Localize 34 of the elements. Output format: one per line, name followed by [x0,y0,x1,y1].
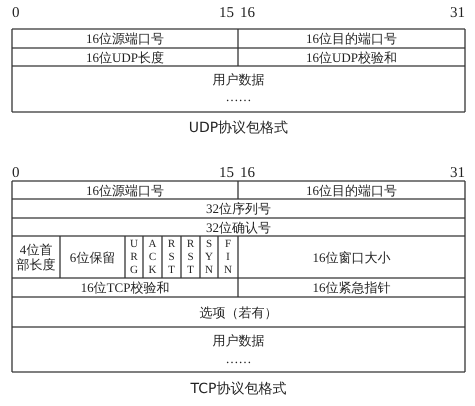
field-label: 16位紧急指针 [312,280,390,295]
flag-label: ACK [148,238,156,276]
caption-text: TCP协议包格式 [190,380,286,398]
field-label: 16位目的端口号 [306,31,397,46]
field-label: 32位确认号 [206,220,271,234]
bit-number: 0 [12,164,20,182]
flag-label: SYN [205,238,213,276]
bit-number: 31 [450,4,465,22]
field-label: 用户数据 [212,72,264,86]
flag-label: RST [168,238,176,276]
bit-number: 15 [219,164,234,182]
field-label: 32位序列号 [206,201,271,216]
bit-number: 0 [12,4,20,22]
field-label: 16位TCP校验和 [80,280,170,295]
flag-label: URG [130,238,138,276]
field-label: 用户数据 [212,332,264,348]
flag-label: RST [186,238,194,276]
ellipsis-text: …… [226,88,252,104]
field-label: 16位UDP校验和 [306,50,397,64]
bit-number: 16 [240,164,255,182]
field-label: 16位源端口号 [86,182,164,198]
field-label: 16位UDP长度 [86,50,164,64]
field-label: 16位源端口号 [86,31,164,46]
bit-number: 15 [219,4,234,22]
field-label: 4位首部长度 [16,242,56,272]
bit-number: 16 [240,4,255,22]
flag-label: FIN [224,238,232,276]
ellipsis-text: …… [226,350,252,366]
field-label: 16位目的端口号 [306,182,397,198]
field-label: 16位窗口大小 [312,250,390,264]
field-label: 选项（若有） [200,304,278,320]
field-label: 6位保留 [70,250,116,264]
caption-text: UDP协议包格式 [188,119,288,137]
bit-number: 31 [450,164,465,182]
